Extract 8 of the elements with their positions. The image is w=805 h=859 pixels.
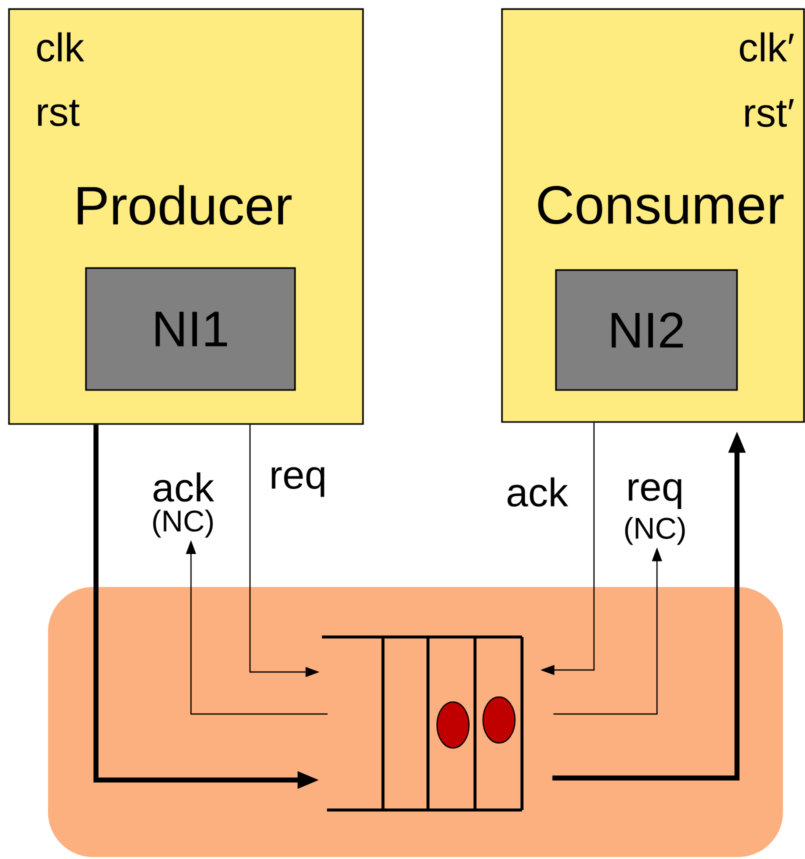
- interface-box: NI1: [85, 267, 296, 391]
- signal-label: req (NC): [625, 479, 685, 545]
- band-background: [48, 587, 783, 857]
- interface-box: NI2: [555, 269, 738, 391]
- signal-label: ack (NC): [153, 472, 214, 538]
- edge-label: req: [267, 465, 329, 499]
- fifo-drawing: [322, 636, 524, 812]
- edge-label: ack: [504, 475, 570, 509]
